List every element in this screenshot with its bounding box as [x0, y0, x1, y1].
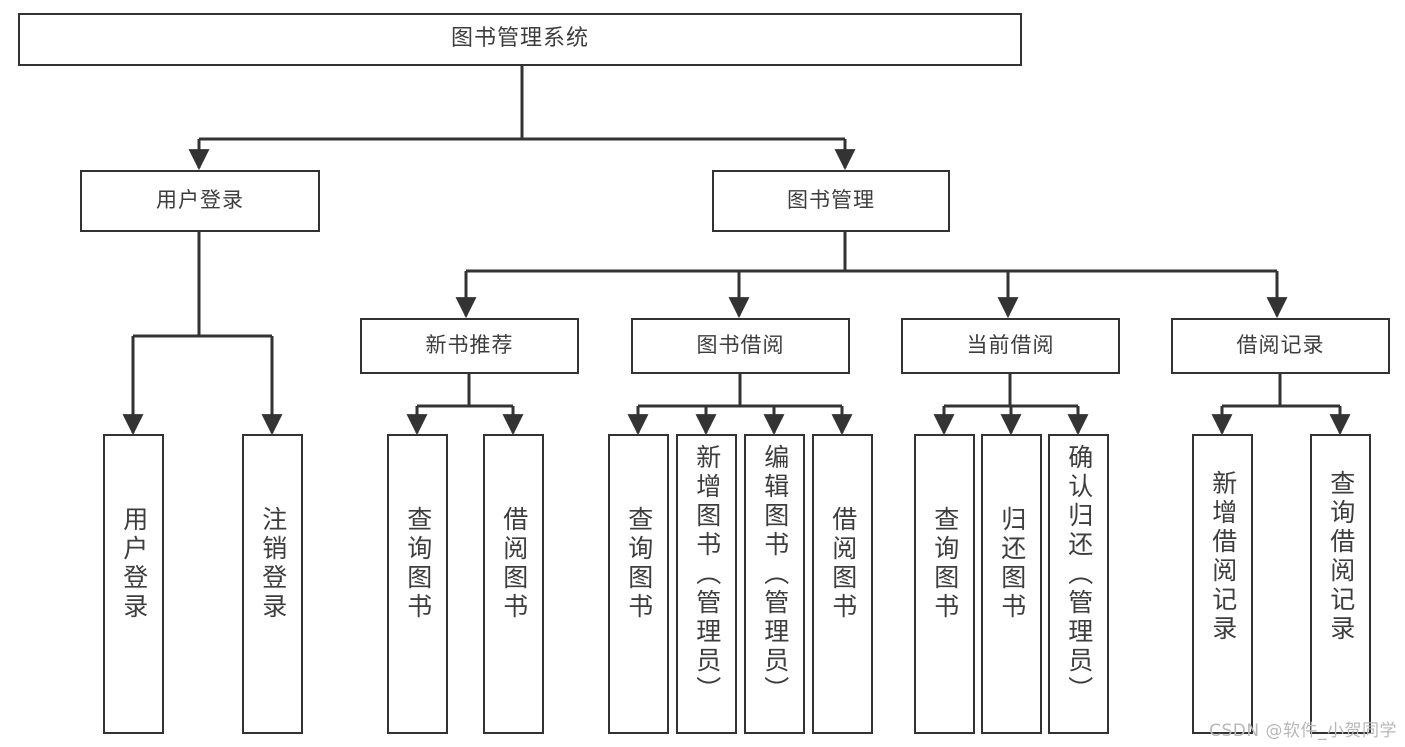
node-root-label: 图书管理系统	[450, 26, 589, 52]
leaf-add-book-admin[interactable]: 新增图书（管理员）	[676, 434, 737, 734]
node-borrow-record-label: 借阅记录	[1236, 333, 1325, 358]
leaf-borrow-query-book-label: 查询图书	[624, 506, 654, 622]
leaf-edit-book-admin-label: 编辑图书（管理员）	[760, 444, 790, 705]
leaf-confirm-return-admin[interactable]: 确认归还（管理员）	[1048, 434, 1109, 734]
leaf-add-book-admin-label: 新增图书（管理员）	[692, 444, 722, 705]
node-book-manage[interactable]: 图书管理	[712, 170, 950, 232]
leaf-user-logout[interactable]: 注销登录	[242, 434, 303, 734]
leaf-cur-query-book-label: 查询图书	[930, 506, 960, 622]
leaf-borrow-book-label: 借阅图书	[828, 506, 858, 622]
leaf-return-book-label: 归还图书	[997, 506, 1027, 622]
node-book-borrow-label: 图书借阅	[696, 333, 785, 358]
leaf-user-login[interactable]: 用户登录	[103, 434, 164, 734]
node-current-borrow-label: 当前借阅	[966, 333, 1055, 358]
node-user-login-label: 用户登录	[156, 188, 244, 213]
node-new-book-rec-label: 新书推荐	[425, 333, 514, 358]
leaf-user-login-label: 用户登录	[119, 506, 149, 622]
leaf-user-logout-label: 注销登录	[258, 506, 288, 622]
node-current-borrow[interactable]: 当前借阅	[901, 318, 1120, 374]
node-book-borrow[interactable]: 图书借阅	[631, 318, 850, 374]
leaf-edit-book-admin[interactable]: 编辑图书（管理员）	[744, 434, 805, 734]
node-borrow-record[interactable]: 借阅记录	[1171, 318, 1390, 374]
leaf-borrow-book[interactable]: 借阅图书	[812, 434, 873, 734]
leaf-rec-query-book-label: 查询图书	[403, 506, 433, 622]
leaf-rec-borrow-book-label: 借阅图书	[499, 506, 529, 622]
leaf-borrow-query-book[interactable]: 查询图书	[608, 434, 669, 734]
leaf-query-record[interactable]: 查询借阅记录	[1310, 434, 1371, 734]
leaf-return-book[interactable]: 归还图书	[981, 434, 1042, 734]
watermark: CSDN @软件_小贺同学	[1209, 721, 1397, 741]
leaf-cur-query-book[interactable]: 查询图书	[914, 434, 975, 734]
node-user-login[interactable]: 用户登录	[80, 170, 320, 232]
node-book-manage-label: 图书管理	[787, 188, 875, 213]
leaf-add-record[interactable]: 新增借阅记录	[1192, 434, 1253, 734]
leaf-rec-query-book[interactable]: 查询图书	[387, 434, 448, 734]
leaf-rec-borrow-book[interactable]: 借阅图书	[483, 434, 544, 734]
leaf-add-record-label: 新增借阅记录	[1208, 470, 1238, 644]
leaf-query-record-label: 查询借阅记录	[1326, 470, 1356, 644]
node-root[interactable]: 图书管理系统	[18, 13, 1022, 66]
leaf-confirm-return-admin-label: 确认归还（管理员）	[1064, 444, 1094, 705]
node-new-book-rec[interactable]: 新书推荐	[360, 318, 579, 374]
